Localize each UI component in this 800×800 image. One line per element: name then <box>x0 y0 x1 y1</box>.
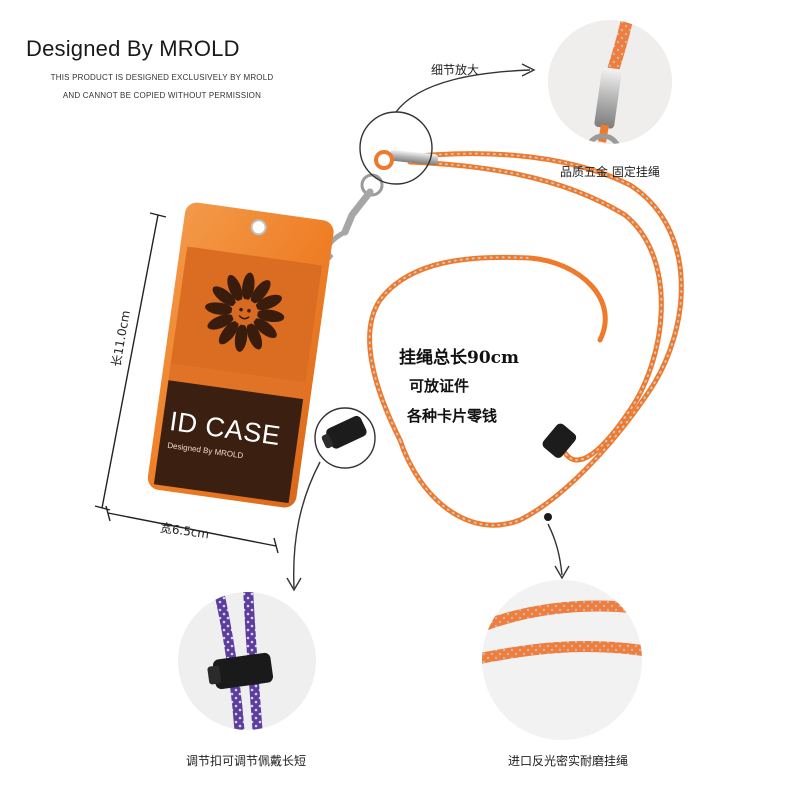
detail-rope-circle <box>482 580 642 740</box>
lanyard-rope <box>367 151 684 528</box>
lanyard-rope-dots <box>368 152 683 527</box>
spec-holds-id: 可放证件 <box>409 377 470 395</box>
rope-joint-dot <box>544 513 552 521</box>
arrow-to-rope-detail <box>547 523 563 576</box>
id-card-case <box>147 202 334 508</box>
adjuster-caption: 调节扣可调节佩戴长短 <box>186 754 307 768</box>
hardware-caption: 品质五金 固定挂绳 <box>560 165 660 179</box>
width-dimension <box>105 505 279 554</box>
zoom-circle-adjuster <box>314 407 376 469</box>
spec-length: 挂绳总长90cm <box>399 348 519 368</box>
brand-title: Designed By MROLD <box>26 36 240 61</box>
detail-adjuster-circle <box>178 592 316 730</box>
arrow-to-hardware-detail <box>395 69 531 113</box>
detail-hardware-circle <box>548 20 672 144</box>
rope-caption: 进口反光密实耐磨挂绳 <box>508 754 629 768</box>
cord-end-cap <box>542 423 577 458</box>
metal-hardware <box>325 149 439 260</box>
daisy-logo-icon <box>205 272 285 352</box>
zoom-label: 细节放大 <box>431 63 480 77</box>
brand-subtitle-line1: THIS PRODUCT IS DESIGNED EXCLUSIVELY BY … <box>50 73 274 82</box>
spec-cards-coins: 各种卡片零钱 <box>407 407 498 425</box>
zoom-circle-hardware <box>359 111 433 185</box>
arrow-to-adjuster-detail <box>293 461 321 589</box>
brand-subtitle-line2: AND CANNOT BE COPIED WITHOUT PERMISSION <box>62 91 262 100</box>
cord-stopper-left <box>321 415 367 449</box>
